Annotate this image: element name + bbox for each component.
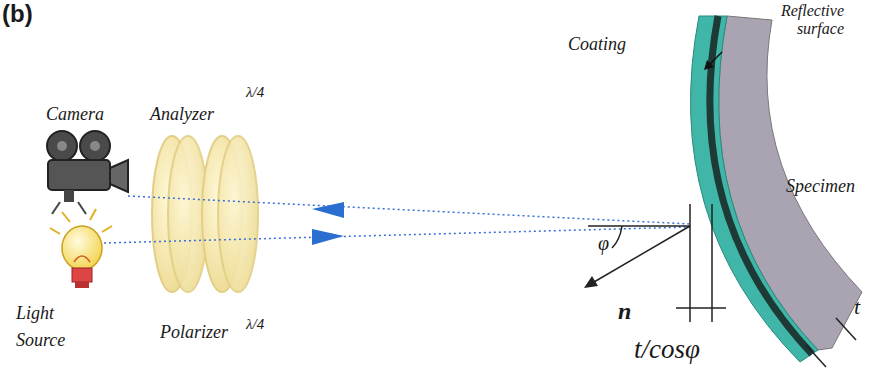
part-name: Light Source (16, 300, 80, 354)
part-name: Coating (568, 34, 626, 55)
specimen-section (691, 16, 862, 362)
vector-symbol: n (618, 298, 631, 326)
part-name: Polarizer (160, 322, 228, 343)
optical-filters (152, 136, 258, 292)
angle-symbol: φ (598, 232, 609, 255)
figure-tag: (b) (2, 0, 33, 28)
leader-arrow (704, 52, 722, 70)
part-name: λ/4 (246, 84, 264, 101)
part-name: Analyzer (150, 104, 214, 125)
part-name: Camera (46, 104, 104, 125)
part-name: λ/4 (246, 316, 264, 333)
normal-arrowhead (584, 276, 598, 288)
dimension-label: t (854, 294, 860, 319)
part-name: Reflective surface (758, 2, 844, 39)
camera-icon (47, 131, 128, 214)
dimension-label: t/cosφ (634, 334, 700, 365)
part-name: Specimen (786, 176, 855, 197)
light-bulb-icon (50, 209, 112, 288)
geometry-marks (588, 204, 856, 367)
